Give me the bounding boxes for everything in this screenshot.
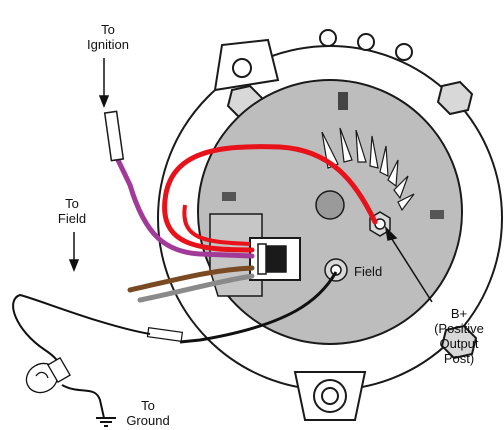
label-to-ignition-line1: To [101, 22, 115, 37]
purple-wire [115, 157, 255, 259]
field-terminal [324, 258, 348, 282]
label-bplus-line4: Post) [443, 351, 475, 366]
label-to-ground-line1: To [141, 398, 155, 413]
label-to-ignition: To Ignition [80, 22, 136, 52]
label-to-ground: To Ground [118, 398, 178, 428]
label-to-field: To Field [48, 196, 96, 226]
test-lamp-icon [25, 356, 71, 394]
red-wire [162, 144, 378, 253]
label-to-ignition-line2: Ignition [87, 37, 129, 52]
gray-wire [137, 273, 255, 303]
label-to-field-line2: Field [57, 211, 87, 226]
label-bplus: B+ (Positive Output Post) [424, 306, 494, 366]
label-field-terminal: Field [354, 264, 383, 279]
label-to-ground-line2: Ground [126, 413, 170, 428]
ground-icon [96, 417, 116, 427]
label-bplus-line1: B+ [450, 306, 468, 321]
ignition-terminal [103, 110, 125, 162]
black-field-wire [179, 271, 338, 344]
alternator-rear-cover [197, 79, 463, 345]
label-bplus-line2: (Positive [434, 321, 484, 336]
label-arrows [68, 58, 433, 303]
label-bplus-line3: Output [439, 336, 479, 351]
label-to-field-line1: To [65, 196, 79, 211]
brown-wire [127, 265, 255, 293]
